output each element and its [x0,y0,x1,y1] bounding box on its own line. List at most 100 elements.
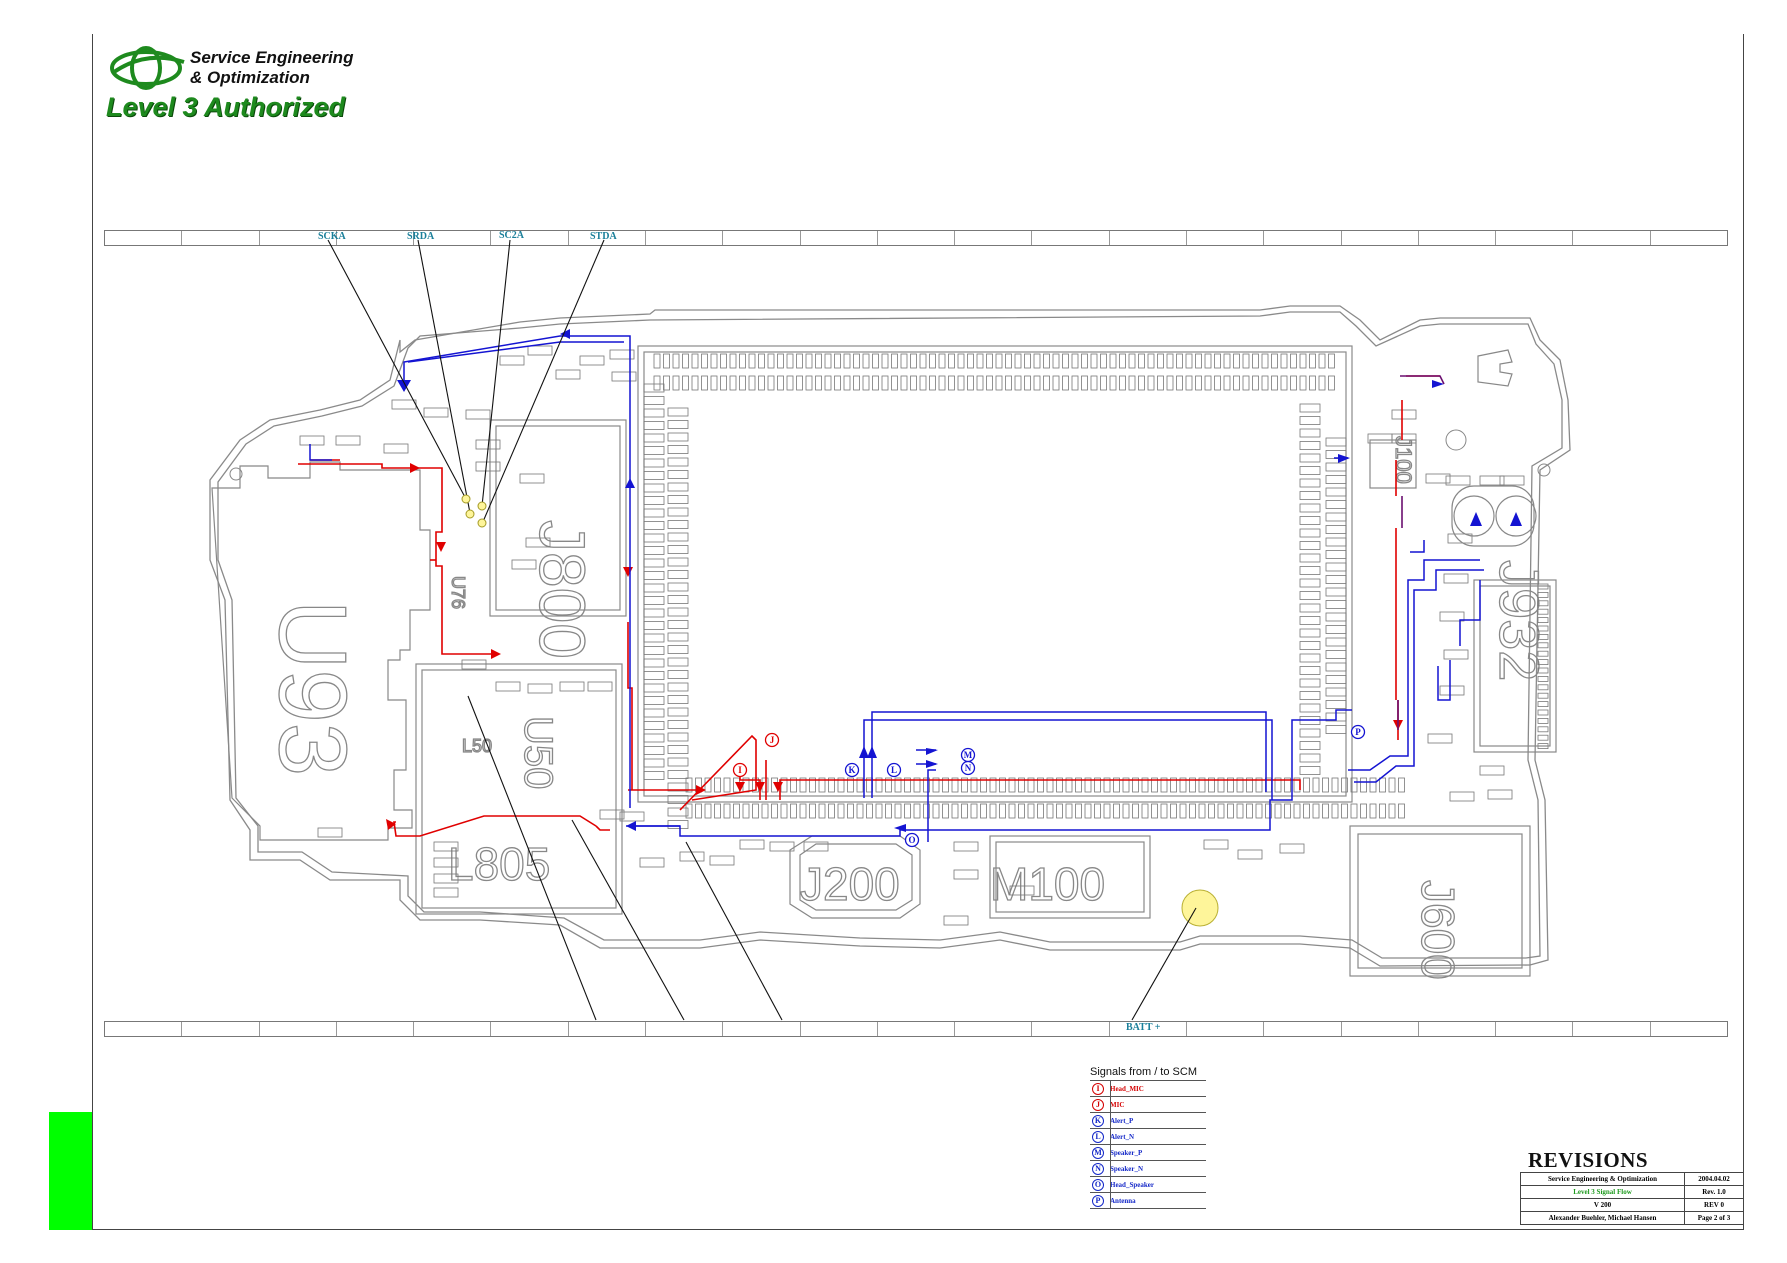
pcb-pad [1005,375,1012,391]
legend-marker-icon: L [1092,1130,1104,1143]
j932-outline [1473,579,1557,753]
pcb-pad [1128,375,1136,391]
smd-component [1279,843,1305,854]
svg-text:J: J [770,735,775,745]
bottom-ruler [104,1021,1728,1037]
pcb-pad [667,770,689,779]
pcb-pad [1299,628,1321,638]
revision-right-cell: Page 2 of 3 [1684,1211,1744,1225]
pcb-pad [710,353,718,369]
svg-text:J600: J600 [1412,880,1464,980]
signal-label-stda: STDA [590,231,617,242]
pcb-pad [1299,766,1321,775]
pcb-pad [818,777,826,793]
pcb-pad [1027,777,1035,793]
smd-component [525,537,551,548]
pcb-pad [1179,803,1187,819]
pcb-pad [799,803,807,819]
legend-marker-icon: O [1092,1178,1104,1191]
pcb-pad [643,533,665,543]
pcb-pad [989,803,997,819]
smd-component [1445,475,1471,486]
pcb-pad [1189,777,1196,793]
pcb-pad [847,803,854,819]
pcb-pad [1100,375,1107,391]
pcb-pad [1113,803,1120,819]
pcb-pad [1325,562,1347,572]
pcb-pad [739,375,746,391]
pcb-pad [932,803,940,819]
smd-component [299,435,325,446]
logo-line-2: & Optimization [190,68,310,87]
pcb-pad [1033,353,1041,369]
pcb-pad [1024,353,1031,369]
pcb-pad [894,803,902,819]
pcb-pad [843,353,851,369]
pcb-pad [667,507,689,517]
page-border-bottom [92,1229,1744,1230]
pcb-pad [1090,375,1098,391]
legend-marker-icon: P [1092,1194,1104,1207]
pcb-pad [1075,777,1082,793]
pcb-pad [643,583,665,593]
pcb-pad [1325,500,1347,509]
pcb-pad [1261,375,1269,391]
smd-component [1449,791,1475,802]
pcb-pad [818,803,826,819]
pcb-pad [1325,725,1347,734]
pcb-pad [1005,353,1012,369]
signal-label-sc2a: SC2A [499,230,525,241]
pcb-pad [837,803,845,819]
mount-hole-top [1445,429,1467,451]
marker-o-icon: O [904,832,920,848]
pcb-pad [1325,587,1347,597]
pcb-pad [742,803,750,819]
pcb-pad [643,596,665,605]
pcb-pad [667,582,689,592]
pcb-pad [1309,353,1316,369]
smd-component [803,841,829,852]
pcb-pad [1138,375,1145,391]
pcb-pad [919,375,927,391]
pcb-pad [919,353,927,369]
smd-component [559,681,585,692]
pcb-pad [1217,803,1225,819]
pcb-pad [872,353,879,369]
smd-component [495,681,521,692]
pcb-pad [999,777,1006,793]
smd-component [1439,685,1465,696]
pcb-pad [643,758,665,768]
legend-marker-icon: I [1092,1082,1104,1095]
smd-component [609,349,635,360]
pcb-pad [643,383,665,393]
blue-arrows [397,329,1522,832]
legend-label: MIC [1110,1100,1125,1109]
pcb-pad [1325,700,1347,709]
mount-hole-right [1537,463,1551,477]
pcb-pad [643,408,665,418]
pcb-pad [739,353,746,369]
pcb-pad [796,375,803,391]
pcb-pad [1166,375,1174,391]
pcb-pad [1037,777,1044,793]
pcb-pad [853,375,860,391]
pcb-pad [1325,525,1347,534]
pcb-pad [799,777,807,793]
pcb-pad [1328,375,1335,391]
pcb-pad [667,595,689,604]
pcb-pad [1141,803,1149,819]
pcb-pad [1014,353,1022,369]
pcb-pad [643,683,665,693]
marker-n-icon: N [960,760,976,776]
smd-component [611,371,637,382]
pcb-pad [1056,803,1063,819]
pcb-pad [790,777,797,793]
pcb-pad [667,795,689,804]
pcb-pad [1299,466,1321,475]
pcb-pad [667,745,689,754]
pcb-pad [1299,591,1321,600]
pcb-pad [714,777,721,793]
pcb-pad [667,632,689,642]
